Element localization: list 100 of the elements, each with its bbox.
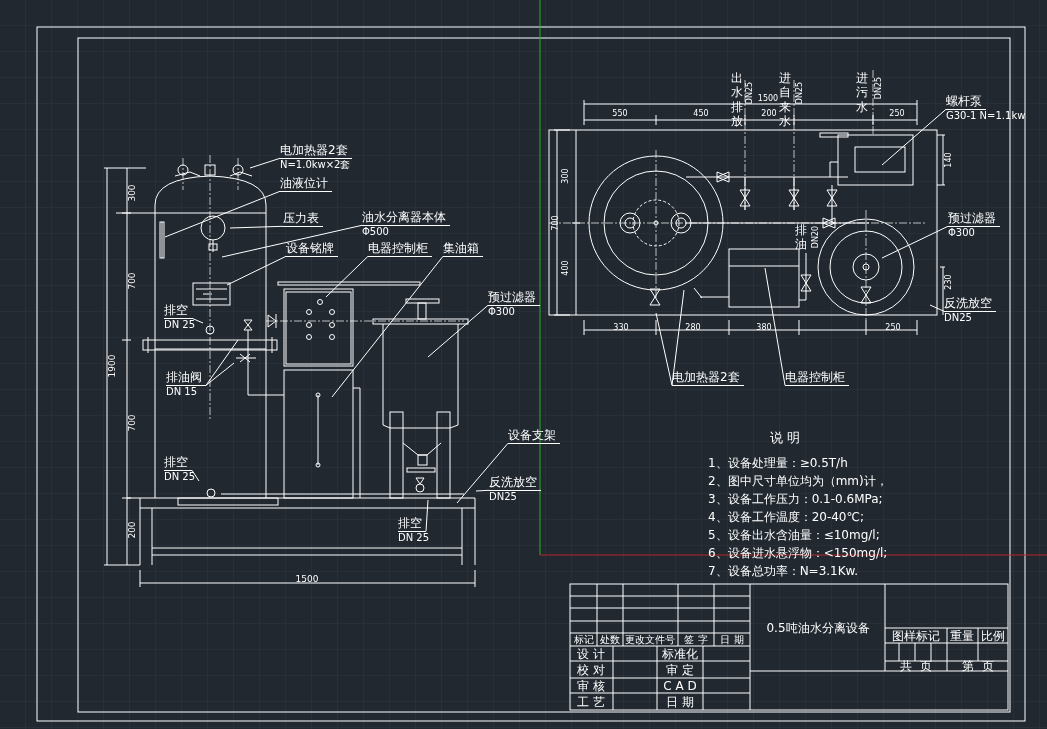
leader-line bbox=[331, 255, 444, 398]
dimension-value: 700 bbox=[127, 414, 137, 432]
title-block-text: 第 页 bbox=[962, 660, 994, 672]
leader-line bbox=[427, 304, 489, 358]
spec-text: DN 25 bbox=[398, 531, 430, 544]
dimension-value: 280 bbox=[685, 324, 701, 332]
leader-line bbox=[191, 317, 204, 324]
leader-line bbox=[229, 225, 284, 229]
part-label: 排空 bbox=[398, 517, 426, 532]
note-text: 7、设备总功率：N=3.1Kw. bbox=[708, 565, 859, 577]
drawing-title: 0.5吨油水分离设备 bbox=[766, 622, 870, 634]
dimension-value: 1900 bbox=[107, 354, 117, 378]
title-block-text: 图样标记 bbox=[892, 630, 940, 642]
dimension-value: 230 bbox=[945, 274, 953, 290]
dimension-value: 200 bbox=[761, 110, 777, 118]
part-label: 电器控制柜 bbox=[785, 371, 849, 386]
part-label: 电加热器2套 bbox=[280, 144, 352, 159]
title-block-text: 工 艺 bbox=[577, 696, 605, 708]
dimension-value: 330 bbox=[613, 324, 629, 332]
part-label: 预过滤器 bbox=[488, 291, 540, 306]
note-text: 2、图中尺寸单位均为（mm)计， bbox=[708, 475, 888, 487]
pipe-size-text: DN20 bbox=[812, 225, 820, 249]
part-label: 预过滤器 bbox=[948, 212, 1000, 227]
part-label: 电器控制柜 bbox=[368, 242, 432, 257]
note-text: 6、设备进水悬浮物：<150mg/l; bbox=[708, 547, 888, 559]
title-block-text: 日 期 bbox=[720, 635, 744, 645]
dimension-value: 400 bbox=[562, 260, 570, 276]
note-text: 3、设备工作压力：0.1-0.6MPa; bbox=[708, 493, 883, 505]
dimension-value: 450 bbox=[693, 110, 709, 118]
part-label: 油水分离器本体 bbox=[362, 211, 450, 226]
title-block-text: C A D bbox=[663, 680, 697, 692]
leader-line bbox=[205, 339, 239, 386]
spec-text: DN25 bbox=[489, 490, 517, 503]
leader-line bbox=[475, 489, 490, 492]
title-block-text: 标记 bbox=[574, 635, 594, 645]
part-label: 设备铭牌 bbox=[286, 242, 338, 257]
spec-text: Φ300 bbox=[488, 305, 515, 318]
spec-text: DN 15 bbox=[166, 385, 198, 398]
spec-text: Φ300 bbox=[948, 226, 975, 239]
pipe-label: 进污水 bbox=[855, 71, 869, 115]
dimension-value: 300 bbox=[127, 184, 137, 202]
dimension-value: 250 bbox=[889, 110, 905, 118]
dimension-value: 140 bbox=[945, 152, 953, 168]
dimension-value: 1500 bbox=[295, 574, 319, 584]
leader-line bbox=[655, 312, 673, 386]
pipe-size-text: DN25 bbox=[875, 76, 883, 100]
leader-line bbox=[881, 225, 949, 259]
spec-text: DN25 bbox=[944, 311, 972, 324]
leader-line bbox=[191, 469, 200, 482]
leader-line bbox=[226, 255, 287, 286]
title-block-text: 重量 bbox=[950, 630, 974, 642]
dimension-value: 300 bbox=[562, 168, 570, 184]
part-label: 反洗放空 bbox=[944, 297, 996, 312]
title-block-text: 比例 bbox=[981, 630, 1005, 642]
part-label: 集油箱 bbox=[443, 242, 483, 257]
dimension-value: 700 bbox=[127, 272, 137, 290]
part-label: 排油阀 bbox=[166, 371, 206, 386]
title-block-text: 审 核 bbox=[577, 680, 605, 692]
spec-text: G30-1 N=1.1kw bbox=[946, 109, 1026, 122]
leader-line bbox=[671, 289, 685, 386]
title-block-text: 校 对 bbox=[577, 664, 605, 676]
title-block-text: 设 计 bbox=[577, 648, 605, 660]
part-label: 油液位计 bbox=[280, 177, 332, 192]
title-block-text: 日 期 bbox=[666, 696, 694, 708]
spec-text: DN 25 bbox=[164, 318, 196, 331]
pipe-label: 进自来水 bbox=[778, 71, 792, 129]
leader-line bbox=[456, 442, 509, 504]
dimension-value: 200 bbox=[127, 521, 137, 539]
leader-line bbox=[249, 157, 281, 169]
title-block-text: 共 页 bbox=[900, 660, 932, 672]
leader-line bbox=[164, 190, 281, 238]
note-text: 1、设备处理量：≥0.5T/h bbox=[708, 457, 848, 469]
note-text: 5、设备出水含油量：≤10mg/l; bbox=[708, 529, 880, 541]
dimension-value: 550 bbox=[612, 110, 628, 118]
part-label: 压力表 bbox=[283, 212, 323, 227]
notes-heading: 说 明 bbox=[769, 430, 801, 444]
title-block-text: 标准化 bbox=[662, 648, 698, 660]
pipe-size-text: DN25 bbox=[746, 81, 754, 105]
leader-line bbox=[221, 224, 363, 258]
leader-line bbox=[929, 304, 945, 312]
dimension-value: 250 bbox=[885, 324, 901, 332]
part-label: 电加热器2套 bbox=[672, 371, 744, 386]
note-text: 4、设备工作温度：20-40℃; bbox=[708, 511, 865, 523]
dimension-value: 1500 bbox=[757, 95, 779, 103]
spec-text: Φ500 bbox=[362, 225, 389, 238]
pipe-label: 排油 bbox=[794, 222, 808, 252]
part-label: 排空 bbox=[164, 304, 192, 319]
leader-line bbox=[205, 362, 235, 386]
dimension-value: 380 bbox=[756, 324, 772, 332]
title-block-text: 审 定 bbox=[666, 664, 694, 676]
leader-line bbox=[325, 255, 369, 298]
title-block-text: 更改文件号 bbox=[625, 635, 675, 645]
part-label: 螺杆泵 bbox=[946, 95, 986, 110]
part-label: 排空 bbox=[164, 456, 192, 471]
title-block-text: 签 字 bbox=[684, 635, 708, 645]
leader-line bbox=[764, 267, 786, 386]
title-block-text: 处数 bbox=[600, 635, 620, 645]
leader-line bbox=[425, 499, 429, 532]
part-label: 反洗放空 bbox=[489, 476, 541, 491]
leader-line bbox=[881, 108, 947, 166]
